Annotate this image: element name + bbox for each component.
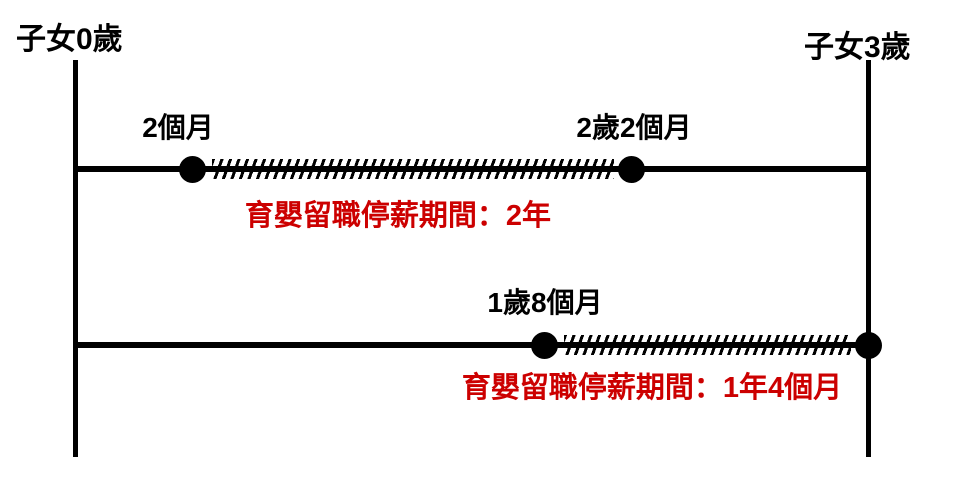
timeline1-start-dot bbox=[179, 156, 206, 183]
timeline1-caption: 育嬰留職停薪期間：2年 bbox=[244, 200, 552, 232]
timeline1-start-label: 2個月 bbox=[142, 112, 214, 143]
axis-start-label: 子女0歲 bbox=[16, 23, 123, 56]
axis-line-age0 bbox=[73, 60, 78, 457]
timeline2-start-dot bbox=[531, 332, 558, 359]
timeline2-start-label: 1歲8個月 bbox=[487, 287, 603, 318]
timeline2-leave-period-hatch bbox=[564, 335, 851, 355]
axis-line-age3 bbox=[866, 60, 871, 457]
timeline2-end-dot bbox=[855, 332, 882, 359]
timeline2-line bbox=[73, 342, 871, 348]
timeline2-caption: 育嬰留職停薪期間：1年4個月 bbox=[461, 372, 843, 404]
timeline1-leave-period-hatch bbox=[212, 159, 614, 179]
axis-end-label: 子女3歲 bbox=[804, 31, 911, 64]
timeline1-end-label: 2歲2個月 bbox=[576, 112, 692, 143]
timeline1-end-dot bbox=[618, 156, 645, 183]
